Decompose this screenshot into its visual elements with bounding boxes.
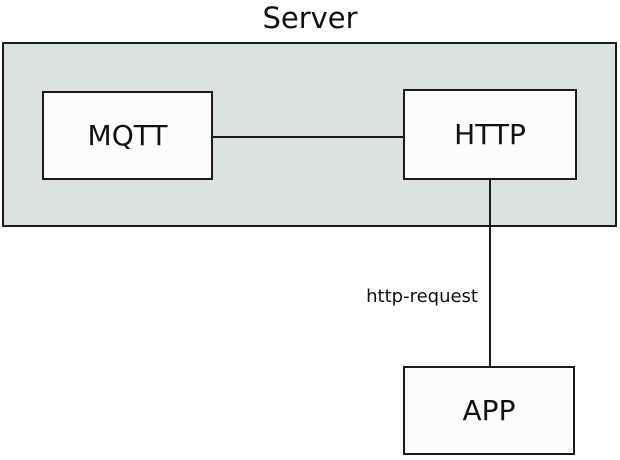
edge-label-http-request: http-request: [366, 286, 478, 307]
edge-http-app-line: [489, 180, 491, 366]
node-http: HTTP: [403, 89, 577, 180]
node-http-label: HTTP: [454, 118, 526, 151]
node-app: APP: [403, 366, 575, 455]
node-mqtt: MQTT: [42, 91, 213, 180]
edge-mqtt-http-line: [213, 136, 403, 138]
node-app-label: APP: [462, 394, 516, 427]
diagram-title: Server: [262, 1, 358, 35]
node-mqtt-label: MQTT: [87, 119, 168, 152]
